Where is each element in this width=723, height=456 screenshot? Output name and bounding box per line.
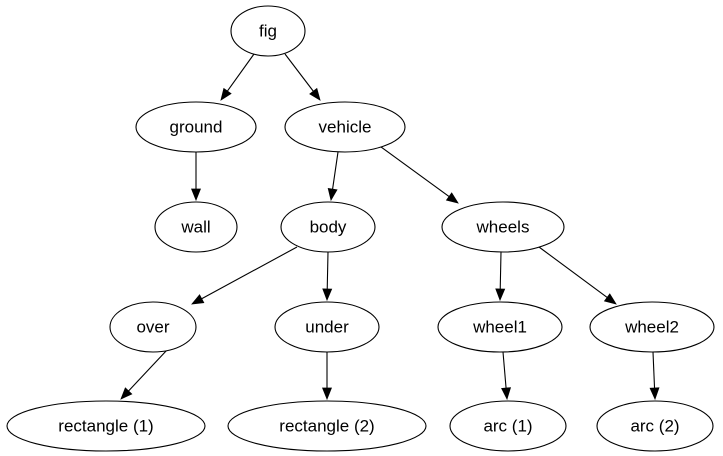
- edge-arrowhead: [327, 187, 338, 202]
- graph-node-over[interactable]: over: [109, 301, 197, 353]
- edge-arrowhead: [322, 387, 332, 401]
- edges-layer: [120, 53, 660, 401]
- graph-edge: [120, 349, 168, 400]
- edge-arrowhead: [120, 387, 133, 400]
- edge-line: [332, 151, 339, 190]
- edge-line: [380, 146, 450, 197]
- graph-node-ground[interactable]: ground: [135, 101, 257, 153]
- edge-arrowhead: [603, 293, 617, 305]
- nodes-layer: fig ground vehicle wall body wheels over under w…: [6, 5, 715, 452]
- edge-line: [652, 351, 656, 389]
- edge-arrowhead: [309, 87, 321, 101]
- node-ellipse[interactable]: [227, 400, 427, 452]
- edge-line: [128, 349, 168, 392]
- graph-node-vehicle[interactable]: vehicle: [284, 101, 406, 153]
- edge-arrowhead: [495, 288, 506, 302]
- graph-edge: [649, 351, 660, 401]
- edge-arrowhead: [322, 288, 333, 302]
- graph-edge: [495, 251, 506, 302]
- edge-line: [284, 53, 314, 92]
- graph-edge: [220, 53, 255, 101]
- graph-edge: [538, 246, 617, 305]
- node-ellipse[interactable]: [6, 400, 206, 452]
- node-ellipse[interactable]: [284, 101, 406, 153]
- node-ellipse[interactable]: [596, 400, 714, 452]
- graph-edge: [284, 53, 321, 101]
- graph-node-wheel1[interactable]: wheel1: [437, 301, 563, 353]
- node-ellipse[interactable]: [449, 400, 567, 452]
- node-ellipse[interactable]: [437, 301, 563, 353]
- node-ellipse[interactable]: [441, 201, 565, 253]
- graph-node-fig[interactable]: fig: [230, 5, 306, 57]
- node-ellipse[interactable]: [154, 201, 238, 253]
- graph-node-rectangle2[interactable]: rectangle (2): [227, 400, 427, 452]
- graph-edge: [322, 352, 332, 401]
- graph-node-arc1[interactable]: arc (1): [449, 400, 567, 452]
- edge-arrowhead: [191, 188, 201, 202]
- edge-arrowhead: [220, 87, 232, 101]
- graph-edge: [191, 246, 298, 305]
- edge-arrowhead: [445, 192, 459, 204]
- graph-node-wheel2[interactable]: wheel2: [589, 301, 715, 353]
- node-ellipse[interactable]: [230, 5, 306, 57]
- graph-node-arc2[interactable]: arc (2): [596, 400, 714, 452]
- edge-line: [226, 53, 255, 92]
- edge-line: [538, 246, 608, 298]
- graph-node-body[interactable]: body: [280, 201, 376, 253]
- edge-arrowhead: [191, 294, 205, 305]
- node-ellipse[interactable]: [274, 301, 380, 353]
- graph-edge: [380, 146, 459, 204]
- node-ellipse[interactable]: [589, 301, 715, 353]
- graph-node-rectangle1[interactable]: rectangle (1): [6, 400, 206, 452]
- edge-line: [201, 246, 298, 300]
- node-ellipse[interactable]: [135, 101, 257, 153]
- graph-node-wheels[interactable]: wheels: [441, 201, 565, 253]
- edge-arrowhead: [501, 387, 512, 401]
- node-ellipse[interactable]: [280, 201, 376, 253]
- edge-line: [326, 251, 329, 290]
- graph-node-wall[interactable]: wall: [154, 201, 238, 253]
- graph-edge: [501, 351, 512, 401]
- graph-edge: [327, 151, 339, 202]
- edge-line: [499, 251, 502, 290]
- graph-node-under[interactable]: under: [274, 301, 380, 353]
- graph-edge: [191, 152, 201, 202]
- edge-line: [502, 351, 507, 389]
- node-ellipse[interactable]: [109, 301, 197, 353]
- graph-edge: [322, 251, 333, 302]
- edge-arrowhead: [649, 387, 660, 401]
